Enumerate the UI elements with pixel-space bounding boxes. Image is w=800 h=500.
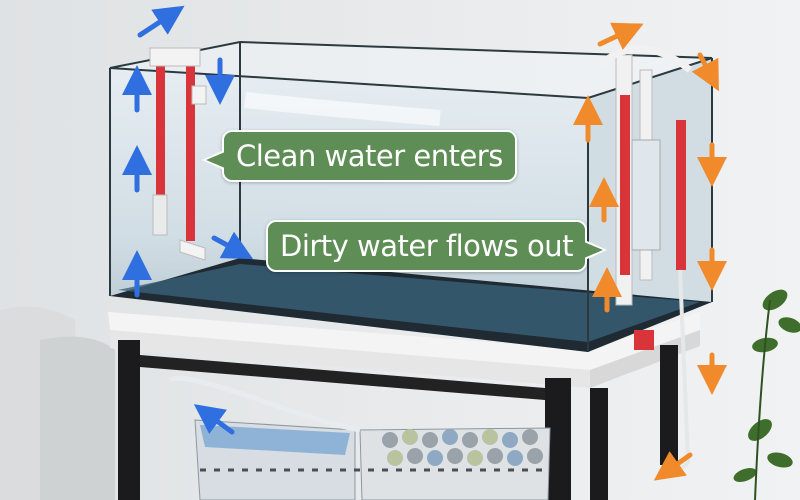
orange-arrow-icon	[573, 22, 727, 481]
dirty-water-callout: Dirty water flows out	[266, 220, 607, 272]
inlet-pipes	[149, 47, 207, 261]
clean-water-callout: Clean water enters	[202, 130, 517, 182]
sofa-cushion	[40, 336, 115, 500]
storage-bins	[194, 419, 551, 500]
inlet-hose	[168, 375, 361, 433]
plant	[733, 289, 800, 500]
blue-arrow-icon	[122, 5, 254, 435]
